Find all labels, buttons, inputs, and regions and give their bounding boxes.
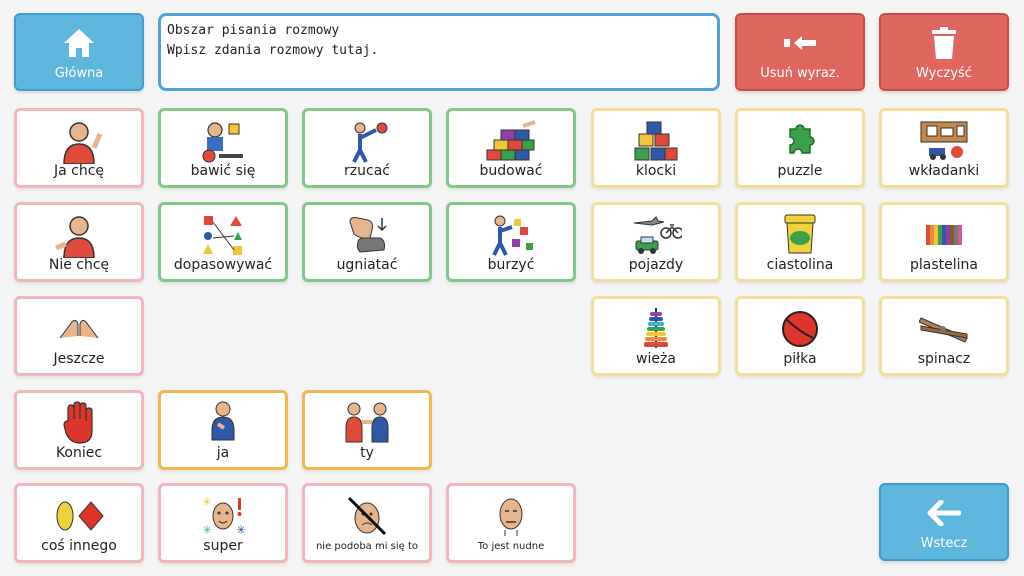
- home-icon: [16, 25, 142, 61]
- tile-nie-chce[interactable]: Nie chcę: [14, 202, 144, 282]
- tile-bawic-sie[interactable]: bawić się: [158, 108, 288, 188]
- tile-label: bawić się: [190, 163, 256, 179]
- message-line-1: Obszar pisania rozmowy: [167, 23, 340, 38]
- tile-label: klocki: [635, 163, 677, 179]
- throw-ball-icon: [305, 117, 429, 165]
- person-refusing-icon: [17, 211, 141, 259]
- tile-label: wkładanki: [908, 163, 980, 179]
- ball-icon: [738, 305, 862, 353]
- home-button[interactable]: Główna: [14, 13, 144, 91]
- tile-jeszcze[interactable]: Jeszcze: [14, 296, 144, 376]
- tile-klocki[interactable]: klocki: [591, 108, 721, 188]
- dislike-face-icon: [305, 492, 429, 540]
- shape-sorter-icon: [882, 117, 1006, 165]
- tile-label: spinacz: [917, 351, 971, 367]
- tile-ja-chce[interactable]: Ja chcę: [14, 108, 144, 188]
- tile-label: Ja chcę: [53, 163, 105, 179]
- matching-shapes-icon: [161, 211, 285, 259]
- ring-tower-icon: [594, 305, 718, 353]
- tile-burzyc[interactable]: burzyć: [446, 202, 576, 282]
- stop-hand-icon: [17, 399, 141, 447]
- tile-cos-innego[interactable]: coś innego: [14, 483, 144, 563]
- tile-label: dopasowywać: [173, 257, 273, 273]
- puzzle-piece-icon: [738, 117, 862, 165]
- tile-ja[interactable]: ja: [158, 390, 288, 470]
- tile-label: Nie chcę: [48, 257, 110, 273]
- tile-label: plastelina: [910, 257, 978, 273]
- tile-label: ja: [216, 445, 230, 461]
- tile-label: budować: [479, 163, 543, 179]
- tile-label: wieża: [636, 351, 676, 367]
- tile-label: rzucać: [344, 163, 390, 179]
- tile-label: ugniatać: [336, 257, 398, 273]
- tile-nie-podoba[interactable]: nie podoba mi się to: [302, 483, 432, 563]
- plasticine-sticks-icon: [882, 211, 1006, 259]
- tile-koniec[interactable]: Koniec: [14, 390, 144, 470]
- tile-pojazdy[interactable]: pojazdy: [591, 202, 721, 282]
- tile-label: super: [203, 538, 243, 554]
- home-label: Główna: [54, 66, 104, 81]
- tile-wkladanki[interactable]: wkładanki: [879, 108, 1009, 188]
- play-toys-icon: [161, 117, 285, 165]
- clear-button[interactable]: Wyczyść: [879, 13, 1009, 91]
- tile-puzzle[interactable]: puzzle: [735, 108, 865, 188]
- tile-pilka[interactable]: piłka: [735, 296, 865, 376]
- message-area[interactable]: Obszar pisania rozmowy Wpisz zdania rozm…: [158, 13, 720, 91]
- tile-label: Koniec: [55, 445, 103, 461]
- different-shapes-icon: [17, 492, 141, 540]
- delete-word-button[interactable]: Usuń wyraz.: [735, 13, 865, 91]
- tile-label: nie podoba mi się to: [315, 541, 419, 552]
- kneading-hand-icon: [305, 211, 429, 259]
- tile-ty[interactable]: ty: [302, 390, 432, 470]
- tile-label: pojazdy: [628, 257, 684, 273]
- two-people-pointing-icon: [305, 399, 429, 447]
- tile-label: Jeszcze: [53, 351, 105, 367]
- tile-label: burzyć: [487, 257, 535, 273]
- svg-text:✳: ✳: [236, 523, 246, 537]
- bored-face-icon: [449, 492, 573, 540]
- person-self-icon: [161, 399, 285, 447]
- svg-text:✳: ✳: [202, 495, 212, 509]
- tile-budowac[interactable]: budować: [446, 108, 576, 188]
- trash-icon: [881, 25, 1007, 61]
- blocks-icon: [594, 117, 718, 165]
- svg-text:✳: ✳: [202, 523, 212, 537]
- back-label: Wstecz: [920, 536, 968, 551]
- tile-plastelina[interactable]: plastelina: [879, 202, 1009, 282]
- knock-down-icon: [449, 211, 573, 259]
- backspace-arrow-icon: [737, 25, 863, 61]
- clear-label: Wyczyść: [916, 66, 972, 81]
- tile-label: ty: [360, 445, 374, 461]
- playdough-tub-icon: [738, 211, 862, 259]
- clothespin-icon: [882, 305, 1006, 353]
- tile-wieza[interactable]: wieża: [591, 296, 721, 376]
- tile-nudne[interactable]: To jest nudne: [446, 483, 576, 563]
- more-hands-icon: [17, 305, 141, 353]
- excited-face-icon: ✳ ✳ ✳: [161, 492, 285, 540]
- tile-super[interactable]: ✳ ✳ ✳ super: [158, 483, 288, 563]
- tile-label: To jest nudne: [477, 541, 545, 552]
- back-button[interactable]: Wstecz: [879, 483, 1009, 561]
- tile-label: coś innego: [41, 538, 117, 554]
- tile-label: ciastolina: [766, 257, 834, 273]
- tile-rzucac[interactable]: rzucać: [302, 108, 432, 188]
- left-arrow-icon: [881, 495, 1007, 531]
- message-line-2: Wpisz zdania rozmowy tutaj.: [167, 43, 379, 58]
- tile-label: piłka: [783, 351, 817, 367]
- tile-ugniatac[interactable]: ugniatać: [302, 202, 432, 282]
- delete-word-label: Usuń wyraz.: [760, 66, 840, 81]
- brick-wall-icon: [449, 117, 573, 165]
- vehicles-icon: [594, 211, 718, 259]
- tile-label: puzzle: [777, 163, 823, 179]
- tile-ciastolina[interactable]: ciastolina: [735, 202, 865, 282]
- tile-dopasowywac[interactable]: dopasowywać: [158, 202, 288, 282]
- person-waving-icon: [17, 117, 141, 165]
- tile-spinacz[interactable]: spinacz: [879, 296, 1009, 376]
